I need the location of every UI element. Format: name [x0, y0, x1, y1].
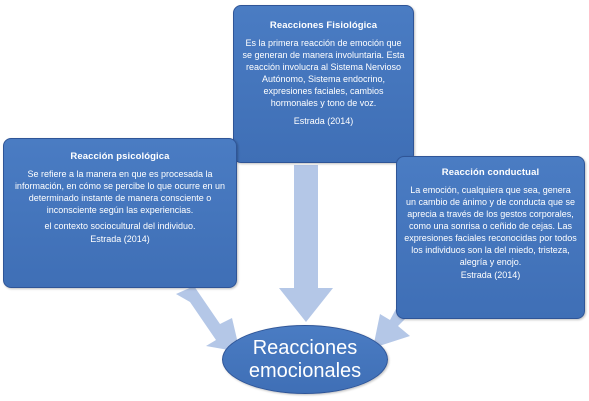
- box-reaccion-conductual: Reacción conductual La emoción, cualquie…: [396, 156, 585, 319]
- center-label-line2: emocionales: [248, 359, 362, 382]
- box-body: Se refiere a la manera en que es procesa…: [14, 169, 226, 215]
- box-citation: Estrada (2014): [90, 234, 150, 244]
- arrow-fisiologica: [279, 165, 333, 322]
- box-reaccion-fisiologica: Reacciones Fisiológica Es la primera rea…: [233, 5, 414, 163]
- box-body: La emoción, cualquiera que sea, genera u…: [404, 185, 577, 267]
- box-citation: Estrada (2014): [293, 116, 354, 126]
- box-title: Reacción psicológica: [70, 151, 170, 162]
- arrow-psicologica: [176, 286, 240, 352]
- box-reaccion-psicologica: Reacción psicológica Se refiere a la man…: [3, 138, 237, 288]
- box-extra: el contexto sociocultural del individuo.: [44, 221, 196, 231]
- center-label-line1: Reacciones: [252, 336, 358, 359]
- center-label: Reacciones emocionales: [249, 337, 361, 383]
- box-title: Reacción conductual: [441, 167, 540, 178]
- box-citation: Estrada (2014): [460, 270, 521, 280]
- box-body: Es la primera reacción de emoción que se…: [242, 38, 405, 108]
- box-title: Reacciones Fisiológica: [269, 20, 378, 31]
- center-node-reacciones-emocionales: Reacciones emocionales: [222, 325, 388, 394]
